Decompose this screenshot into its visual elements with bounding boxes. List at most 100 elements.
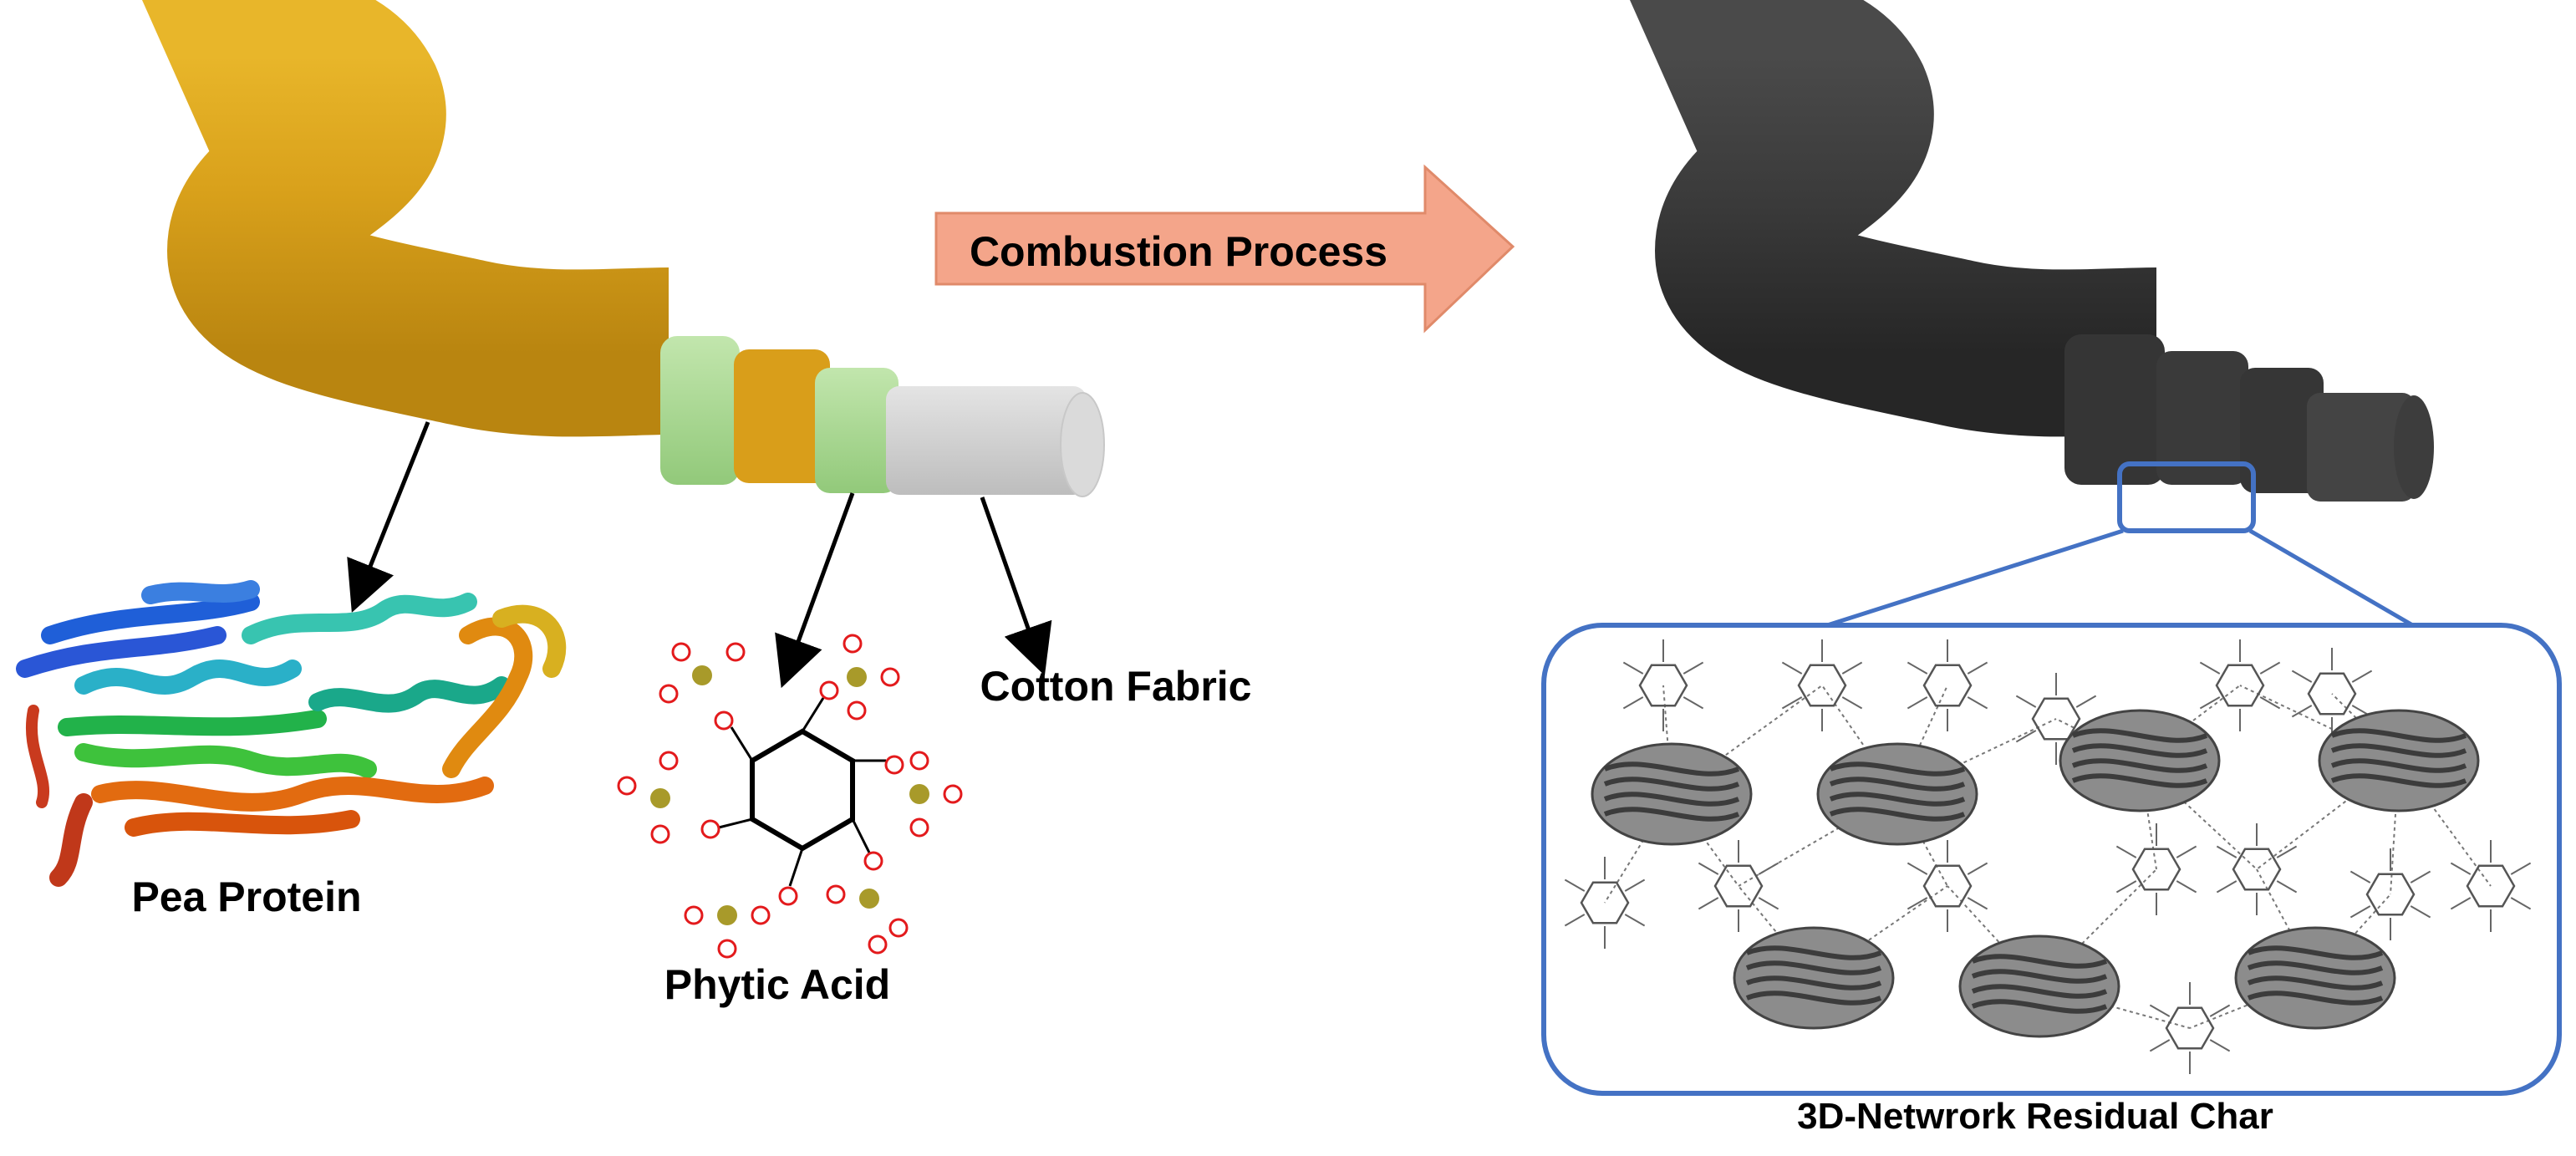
- phosphate-branch: [2015, 695, 2037, 708]
- arrow-to-phytic-acid: [775, 492, 855, 689]
- network-link: [1896, 793, 1948, 887]
- phosphate-branch: [2510, 862, 2532, 875]
- cotton-core-end: [1060, 392, 1105, 497]
- phosphate-branch: [2291, 705, 2313, 718]
- phosphate-branch: [2276, 845, 2298, 858]
- phosphate-branch: [2115, 880, 2137, 894]
- combustion-arrow: Combustion Process: [934, 164, 1515, 334]
- protein-strand: [2071, 743, 2208, 758]
- protein-strand: [2330, 728, 2467, 743]
- charred-step-1: [2064, 334, 2165, 485]
- phosphate-branch: [2209, 1004, 2231, 1017]
- protein-strand: [2071, 728, 2208, 743]
- phosphate-branch: [1967, 862, 1988, 875]
- phytic-acid-ring: [1580, 881, 1630, 924]
- phosphate-branch: [2410, 905, 2431, 919]
- protein-strand: [1745, 960, 1882, 975]
- phosphate-branch: [1624, 878, 1646, 892]
- phosphate-branch: [1781, 696, 1803, 710]
- phosphate-branch: [1781, 661, 1803, 675]
- zoom-source-box: [2117, 461, 2256, 533]
- phytic-acid-ring: [2365, 873, 2416, 916]
- protein-strand: [1745, 990, 1882, 1006]
- pea-protein-outer-layer: [142, 0, 669, 437]
- phosphate-branch: [1841, 696, 1863, 710]
- phytic-acid-layer-2: [815, 368, 899, 493]
- phosphate-branch: [1622, 696, 1644, 710]
- phytic-acid-ring: [2232, 848, 2282, 891]
- phosphate-branch: [1698, 897, 1719, 910]
- phosphate-branch: [1758, 897, 1779, 910]
- phosphate-branch: [1683, 696, 1704, 710]
- phytic-acid-ring: [2466, 864, 2516, 908]
- network-link: [1671, 685, 1823, 795]
- phosphate-branch: [2149, 1004, 2171, 1017]
- arrow-to-pea-protein: [347, 421, 430, 613]
- phytic-acid-molecule: [617, 634, 963, 959]
- cotton-core: [886, 386, 1087, 495]
- char-network-illustration: [1564, 639, 2532, 1074]
- phosphate-branch: [2176, 845, 2197, 858]
- phytic-acid-label: Phytic Acid: [664, 961, 890, 1008]
- phosphate-branch: [2216, 845, 2237, 858]
- phosphate-branch: [1967, 897, 1988, 910]
- phosphate-branch: [2176, 880, 2197, 894]
- protein-strand: [1829, 777, 1966, 792]
- phytic-acid-ring: [2307, 672, 2357, 715]
- phytic-acid-ring: [1922, 864, 1973, 908]
- protein-strand: [2247, 960, 2384, 975]
- residual-char-label: 3D-Netwrork Residual Char: [1797, 1096, 2273, 1137]
- charred-core-end: [2394, 395, 2434, 499]
- pea-protein-structure: [16, 580, 567, 887]
- phosphate-branch: [1683, 661, 1704, 675]
- phosphate-branch: [1698, 862, 1719, 875]
- protein-strand: [1971, 954, 2108, 969]
- coated-fiber: [142, 0, 1105, 497]
- phosphate-branch: [2349, 870, 2371, 884]
- phosphate-branch: [2115, 845, 2137, 858]
- phosphate-branch: [2291, 670, 2313, 683]
- zoom-line-right: [2248, 528, 2417, 629]
- phytic-acid-ring: [1713, 864, 1764, 908]
- charred-step-3: [2240, 368, 2324, 493]
- phosphate-branch: [2259, 661, 2281, 675]
- protein-strand: [2330, 758, 2467, 773]
- phosphate-branch: [2199, 661, 2221, 675]
- protein-strand: [1971, 984, 2108, 999]
- charred-core: [2307, 393, 2416, 502]
- pea-protein-layer-2: [734, 349, 830, 483]
- charred-fiber: [1630, 0, 2434, 502]
- protein-strand: [1745, 975, 1882, 990]
- protein-strand: [1971, 969, 2108, 984]
- phosphate-branch: [2410, 870, 2431, 884]
- network-link: [2398, 760, 2492, 887]
- protein-strand: [1603, 761, 1740, 777]
- network-link: [1662, 685, 1672, 795]
- protein-strand: [1603, 777, 1740, 792]
- phosphate-branch: [1967, 696, 1988, 710]
- phosphate-branch: [2450, 862, 2472, 875]
- protein-strand: [2330, 743, 2467, 758]
- phytic-acid-ring: [1638, 664, 1688, 707]
- protein-strand: [2247, 975, 2384, 990]
- protein-strand: [1829, 807, 1966, 822]
- network-link: [2139, 760, 2157, 870]
- residual-char-network-panel: [1541, 623, 2562, 1096]
- phosphate-branch: [1907, 661, 1928, 675]
- arrow-to-cotton: [980, 497, 1052, 676]
- phytic-acid-layer-1: [660, 336, 740, 485]
- protein-strand: [1603, 792, 1740, 807]
- phosphate-branch: [2450, 897, 2472, 910]
- charred-outer-layer: [1630, 0, 2157, 437]
- protein-strand: [2247, 990, 2384, 1006]
- protein-strand: [1603, 807, 1740, 822]
- phosphate-branch: [1564, 878, 1586, 892]
- protein-strand: [1829, 761, 1966, 777]
- phosphate-groups: [617, 634, 963, 959]
- phosphate-branch: [2259, 696, 2281, 710]
- phytic-acid-ring: [2131, 848, 2181, 891]
- zoom-line-left: [1821, 528, 2124, 629]
- protein-strand: [1829, 792, 1966, 807]
- phytic-acid-ring: [2215, 664, 2265, 707]
